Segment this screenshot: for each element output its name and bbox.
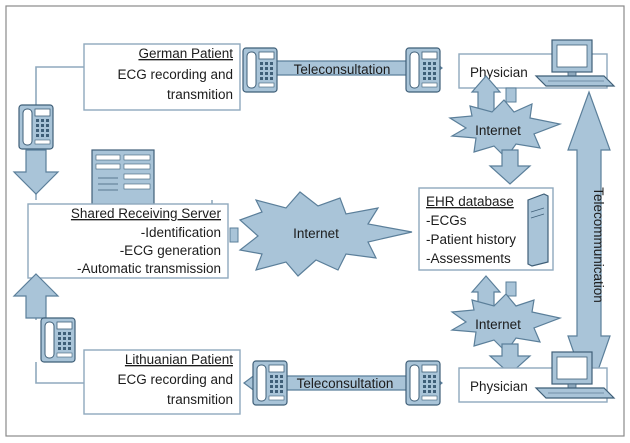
internet-bottom-label: Internet [475, 317, 521, 332]
lithuanian-patient-line-2: transmition [167, 392, 233, 407]
server-line-1: -Identification [141, 225, 221, 240]
german-patient-title: German Patient [138, 46, 233, 61]
ehr-title: EHR database [426, 194, 514, 209]
german-patient-line-1: ECG recording and [117, 67, 233, 82]
phone-icon-bottom-right [405, 360, 441, 406]
server-connector [229, 227, 239, 243]
german-patient-line-2: transmition [167, 87, 233, 102]
internet-burst-top [448, 75, 563, 185]
ehr-line-2: -Patient history [426, 232, 516, 247]
server-icon [91, 149, 155, 207]
ehr-line-3: -Assessments [426, 251, 511, 266]
internet-center-label: Internet [293, 226, 339, 241]
internet-top-label: Internet [475, 123, 521, 138]
server-line-3: -Automatic transmission [77, 261, 221, 276]
down-arrow-left [12, 149, 60, 195]
database-tower-icon [527, 193, 549, 267]
phone-icon-top-left [242, 47, 278, 93]
phone-icon-bottom-left [252, 360, 288, 406]
phone-icon-left-top [18, 104, 54, 150]
lithuanian-patient-title: Lithuanian Patient [125, 352, 233, 367]
ehr-line-1: -ECGs [426, 213, 467, 228]
lithuanian-patient-line-1: ECG recording and [117, 372, 233, 387]
server-title: Shared Receiving Server [71, 206, 222, 221]
internet-burst-bottom [450, 275, 563, 375]
telecommunication-label: Telecommunication [591, 187, 606, 303]
teleconsultation-top-label: Teleconsultation [294, 62, 391, 77]
up-arrow-left [12, 273, 60, 319]
physician-top-label: Physician [470, 65, 528, 80]
phone-icon-top-right [405, 47, 441, 93]
shared-receiving-server-box [27, 203, 229, 279]
internet-burst-center [238, 191, 413, 277]
german-patient-box [83, 43, 241, 111]
physician-bottom-label: Physician [470, 379, 528, 394]
teleconsultation-bottom-label: Teleconsultation [297, 376, 394, 391]
server-line-2: -ECG generation [120, 243, 221, 258]
phone-icon-left-bottom [40, 317, 76, 363]
lithuanian-patient-box [83, 349, 241, 415]
